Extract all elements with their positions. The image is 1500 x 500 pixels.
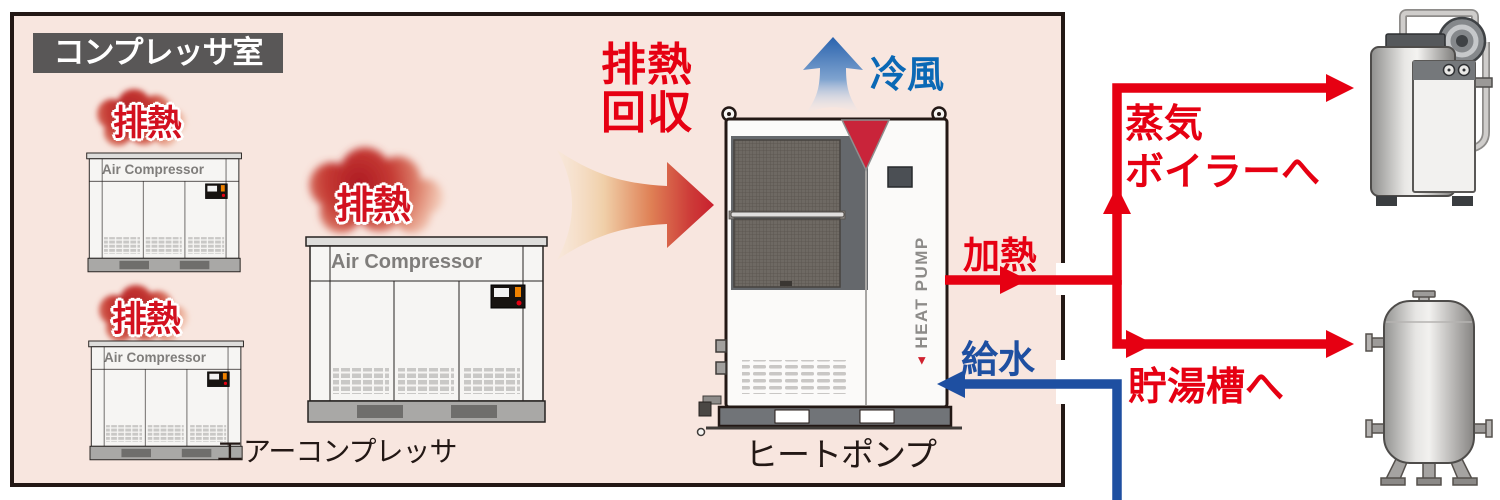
waste-heat-label-3: 排熱: [336, 185, 411, 227]
lifting-eye-icon: [721, 106, 947, 122]
heat-recovery-line1: 排熱: [601, 39, 694, 90]
steam-boiler-icon: [1370, 9, 1493, 206]
heating-pipe-arrowheads: [1000, 74, 1354, 358]
heat-recovery-line2: 回収: [601, 87, 694, 138]
compressor-nameplate-3: Air Compressor: [331, 251, 483, 273]
compressor-caption: エアーコンプレッサ: [216, 436, 457, 467]
heat-pump-caption: ヒートポンプ: [745, 436, 937, 473]
heat-pump-unit: [696, 106, 962, 437]
heating-label: 加熱: [963, 235, 1037, 276]
waste-heat-label-2: 排熱: [112, 300, 181, 339]
feedwater-pipe: [937, 370, 1122, 500]
heat-pump-side-label: ▼ HEAT PUMP: [909, 175, 935, 367]
heat-recovery-label: 排熱 回収: [601, 41, 693, 137]
heat-pump-side-marker-icon: ▼: [914, 352, 930, 368]
heat-pump-triangle-logo: [840, 119, 891, 172]
to-boiler-label: 蒸気 ボイラーへ: [1125, 101, 1320, 197]
heating-pipe: [945, 83, 1330, 349]
cold-air-arrow: [803, 37, 863, 114]
storage-tank-icon: [1365, 290, 1493, 486]
to-tank-label: 貯湯槽へ: [1128, 366, 1285, 409]
cold-air-label: 冷風: [870, 54, 944, 95]
louver-vent-icon: [742, 360, 848, 394]
to-boiler-line1: 蒸気: [1125, 103, 1204, 146]
compressor-nameplate-2: Air Compressor: [104, 350, 207, 365]
room-title: コンプレッサ室: [33, 33, 283, 73]
water-supply-label: 給水: [961, 339, 1035, 380]
compressor-nameplate-1: Air Compressor: [102, 162, 205, 177]
to-boiler-line2: ボイラーへ: [1125, 151, 1321, 194]
waste-heat-label-1: 排熱: [113, 104, 182, 143]
heat-recovery-arrow: [557, 150, 714, 260]
heat-pump-side-text: HEAT PUMP: [912, 236, 931, 349]
